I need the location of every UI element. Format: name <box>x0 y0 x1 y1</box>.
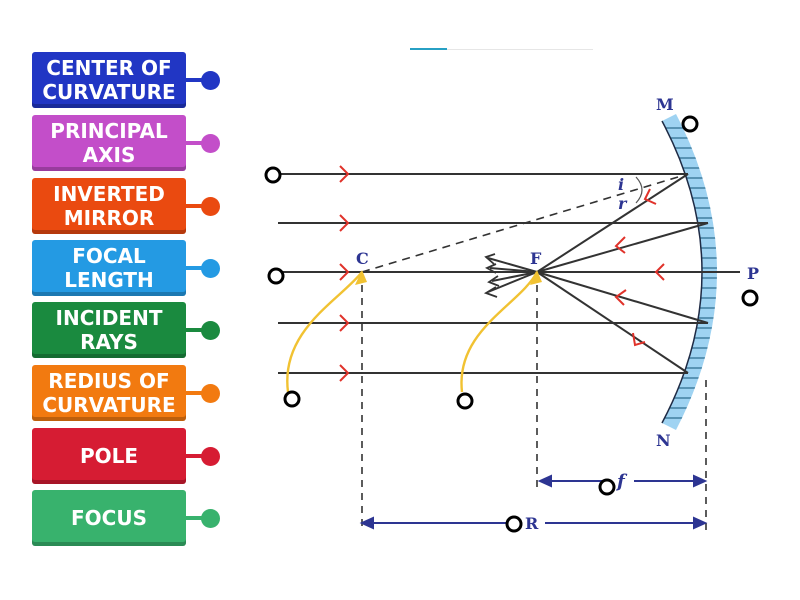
diagram-labels: M N P C F i r f R <box>356 95 759 533</box>
label-text-line1: CENTER OF <box>46 56 172 80</box>
drop-target-pole[interactable] <box>741 289 759 307</box>
label-text-line1: REDIUS OF <box>48 369 170 393</box>
top-tab-indicator <box>410 48 447 50</box>
drag-handle-center-of-curvature[interactable] <box>201 71 220 90</box>
label-text-line1: POLE <box>79 444 139 468</box>
drop-target-ray-top[interactable] <box>264 166 282 184</box>
connector-principal-axis <box>186 141 208 145</box>
drag-handle-radius-of-curvature[interactable] <box>201 384 220 403</box>
label-c: C <box>356 249 369 268</box>
connector-radius-of-curvature <box>186 391 208 395</box>
drag-handle-focal-length[interactable] <box>201 259 220 278</box>
pointer-curve-c <box>286 271 363 393</box>
top-divider <box>447 49 593 50</box>
diverging-arrowheads <box>483 253 500 298</box>
drop-target-focal-length[interactable] <box>598 478 616 496</box>
normal-line <box>361 173 689 273</box>
label-f: F <box>530 249 542 268</box>
label-text-line1: INCIDENT <box>55 306 163 330</box>
drag-handle-incident-rays[interactable] <box>201 321 220 340</box>
label-text-line1: INVERTED <box>53 182 165 206</box>
reflected-ray-5 <box>536 271 689 374</box>
label-angle-i: i <box>618 175 624 194</box>
label-angle-r: r <box>618 194 628 213</box>
label-pole[interactable]: POLE <box>32 428 186 484</box>
label-text-line2: MIRROR <box>63 206 155 230</box>
label-text-line2: CURVATURE <box>42 80 176 104</box>
drop-target-f[interactable] <box>456 392 474 410</box>
label-text-line2: AXIS <box>82 143 136 167</box>
diverging-ray-3 <box>491 271 538 282</box>
diverging-ray-1 <box>487 257 538 273</box>
reflected-ray-4 <box>536 271 709 324</box>
label-text-line2: CURVATURE <box>42 393 176 417</box>
diverging-ray-2 <box>489 267 538 273</box>
label-text-line2: RAYS <box>80 330 138 354</box>
label-radius-r: R <box>525 514 539 533</box>
connector-focal-length <box>186 266 208 270</box>
light-rays <box>278 173 740 374</box>
angle-arc <box>635 176 643 204</box>
pointer-curve-f <box>460 271 539 393</box>
pointer-arrow-c <box>355 270 367 285</box>
mirror-body <box>662 114 717 430</box>
label-text-line1: FOCUS <box>71 506 147 530</box>
connector-center-of-curvature <box>186 78 208 82</box>
connector-focus <box>186 516 208 520</box>
drop-target-radius[interactable] <box>505 515 523 533</box>
drop-target-c[interactable] <box>283 390 301 408</box>
label-p: P <box>747 264 759 283</box>
drag-handle-inverted-mirror[interactable] <box>201 197 220 216</box>
label-text-line2: LENGTH <box>64 268 154 292</box>
drag-handle-pole[interactable] <box>201 447 220 466</box>
drop-target-axis[interactable] <box>267 267 285 285</box>
drag-handle-focus[interactable] <box>201 509 220 528</box>
label-text-line1: FOCAL <box>72 244 146 268</box>
drop-target-m[interactable] <box>681 115 699 133</box>
connector-pole <box>186 454 208 458</box>
drag-handle-principal-axis[interactable] <box>201 134 220 153</box>
drop-targets[interactable] <box>264 115 759 533</box>
label-m: M <box>656 95 674 114</box>
label-focus[interactable]: FOCUS <box>32 490 186 546</box>
label-text-line1: PRINCIPAL <box>50 119 168 143</box>
connector-inverted-mirror <box>186 204 208 208</box>
reflected-ray-2 <box>536 222 709 273</box>
reflected-ray-1 <box>536 173 689 273</box>
ray-direction-arrows <box>339 165 665 382</box>
connector-incident-rays <box>186 328 208 332</box>
pointer-arrow-f <box>530 270 542 285</box>
label-n: N <box>656 431 671 450</box>
dimension-guides <box>361 272 707 532</box>
diverging-ray-4 <box>487 271 538 293</box>
